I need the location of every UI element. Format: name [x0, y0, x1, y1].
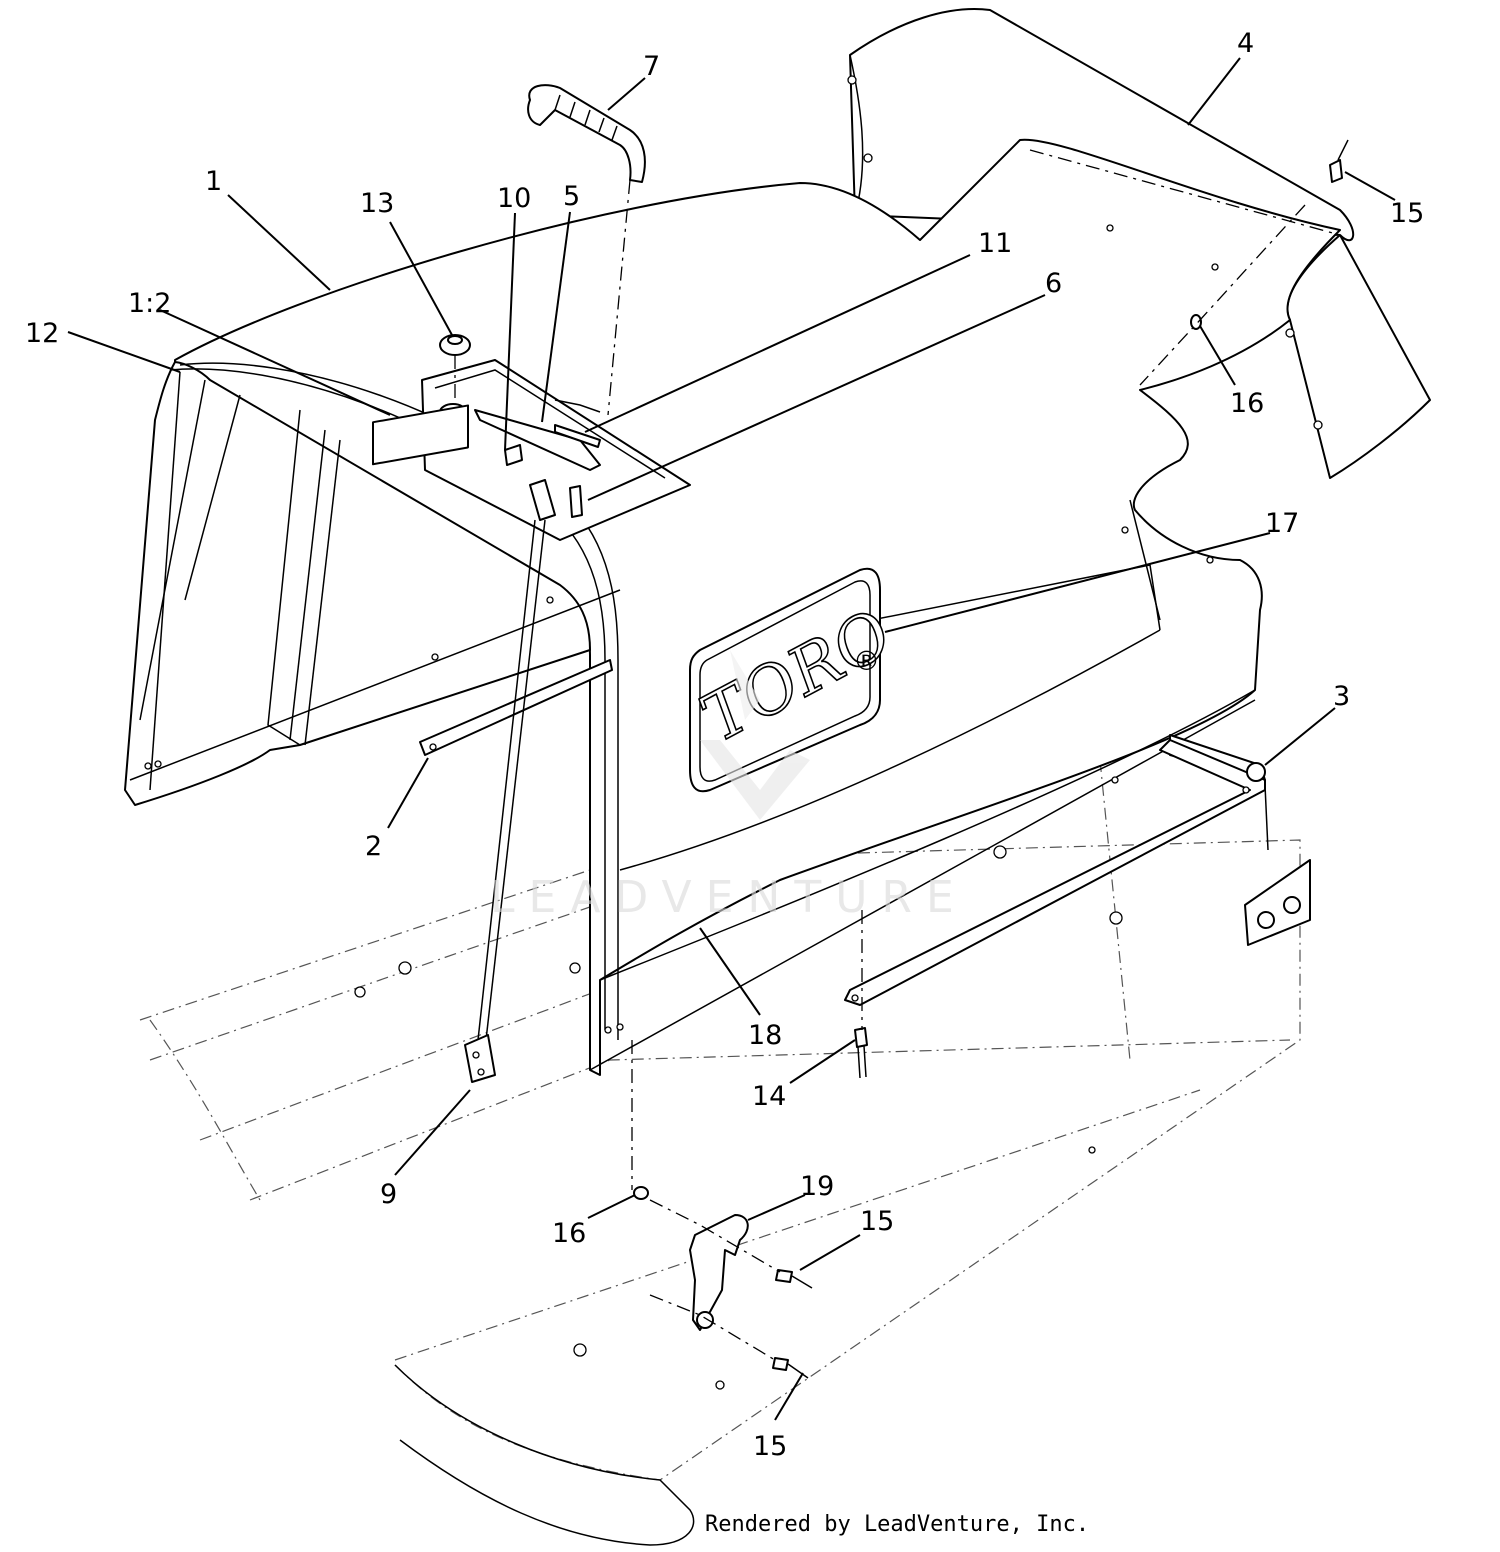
callout-15-mid: 15: [860, 1206, 894, 1237]
registered-mark: ®: [853, 646, 880, 677]
callout-9: 9: [380, 1179, 397, 1210]
ghost-frame: [139, 759, 1301, 1546]
part-1-hood-shell: [124, 138, 1341, 1076]
callout-15-top: 15: [1390, 198, 1424, 229]
assembly-lines: [454, 149, 1341, 1361]
callout-15-bottom: 15: [753, 1431, 787, 1462]
callout-16-top: 16: [1230, 388, 1264, 419]
part-7-handle: [527, 84, 646, 183]
rear-latch-plate: [1244, 859, 1311, 946]
callout-4: 4: [1237, 28, 1254, 59]
callout-1-2: 1:2: [128, 288, 171, 319]
callout-2: 2: [365, 831, 382, 862]
callout-14: 14: [752, 1081, 786, 1112]
callout-11: 11: [978, 228, 1012, 259]
callout-13: 13: [360, 188, 394, 219]
leader-lines: [67, 57, 1396, 1421]
small-fasteners: [633, 139, 1349, 1379]
callout-5: 5: [563, 181, 580, 212]
callout-16-bottom: 16: [552, 1218, 586, 1249]
part-2-front-bracket: [419, 659, 613, 756]
callouts: 1 1:2 2 3 4 5 6 7 9 10 11 12 13 14 15 15…: [25, 28, 1424, 1462]
credit-text: Rendered by LeadVenture, Inc.: [705, 1512, 1090, 1537]
callout-1: 1: [205, 166, 222, 197]
callout-17: 17: [1265, 508, 1299, 539]
callout-19: 19: [800, 1171, 834, 1202]
callout-10: 10: [497, 183, 531, 214]
part-3-hinge-rod: [844, 734, 1269, 1006]
part-19-latch: [689, 1214, 749, 1331]
part-9-rod: [464, 519, 546, 1083]
top-mount-plate: [372, 334, 691, 541]
watermark-text: LEADVENTURE: [490, 872, 968, 923]
callout-3: 3: [1333, 681, 1350, 712]
callout-6: 6: [1045, 268, 1062, 299]
callout-18: 18: [748, 1020, 782, 1051]
callout-12: 12: [25, 318, 59, 349]
callout-7: 7: [643, 51, 660, 82]
watermark: LEADVENTURE: [490, 650, 968, 923]
